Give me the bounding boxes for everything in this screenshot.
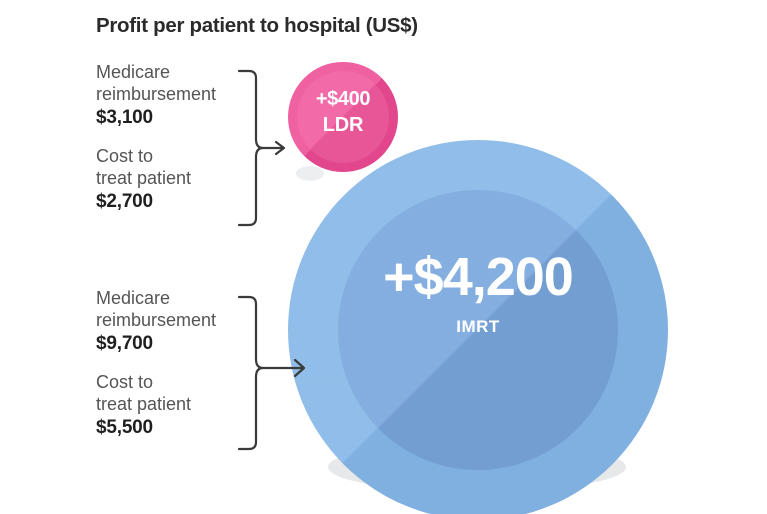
imrt-amount-label: +$4,200 (383, 247, 574, 307)
label-line-1: Cost to (96, 146, 154, 166)
label-block-cost: Cost to treat patient $2,700 (96, 146, 266, 214)
label-line-2: reimbursement (96, 83, 217, 104)
label-line-2: reimbursement (96, 309, 217, 330)
arrow-ldr-head-icon (274, 140, 286, 156)
label-line-2: treat patient (96, 393, 192, 414)
label-group-ldr: Medicare reimbursement $3,100 Cost to tr… (96, 62, 266, 214)
label-value: $2,700 (96, 191, 153, 212)
label-line-1: Medicare (96, 288, 171, 308)
label-value: $9,700 (96, 333, 153, 354)
label-line-1: Cost to (96, 372, 154, 392)
ldr-bubble-shadow (296, 166, 324, 181)
ldr-amount-label: +$400 (315, 88, 371, 110)
imrt-bubble: +$4,200 IMRT (288, 140, 668, 514)
ldr-inner-gloss-icon (297, 71, 389, 163)
label-group-imrt: Medicare reimbursement $9,700 Cost to tr… (96, 288, 266, 440)
imrt-bubble-inner (338, 190, 618, 470)
imrt-inner-gloss-icon (338, 190, 618, 470)
label-value: $3,100 (96, 107, 153, 128)
label-block-reimbursement: Medicare reimbursement $3,100 (96, 62, 266, 130)
label-block-reimbursement: Medicare reimbursement $9,700 (96, 288, 266, 356)
ldr-name-label: LDR (322, 114, 364, 136)
ldr-bubble-inner (297, 71, 389, 163)
page-title: Profit per patient to hospital (US$) (96, 14, 418, 37)
imrt-name-label: IMRT (456, 317, 500, 336)
label-value: $5,500 (96, 417, 153, 438)
ldr-bubble: +$400 LDR (288, 62, 398, 172)
label-line-2: treat patient (96, 167, 192, 188)
label-line-1: Medicare (96, 62, 171, 82)
label-block-cost: Cost to treat patient $5,500 (96, 372, 266, 440)
